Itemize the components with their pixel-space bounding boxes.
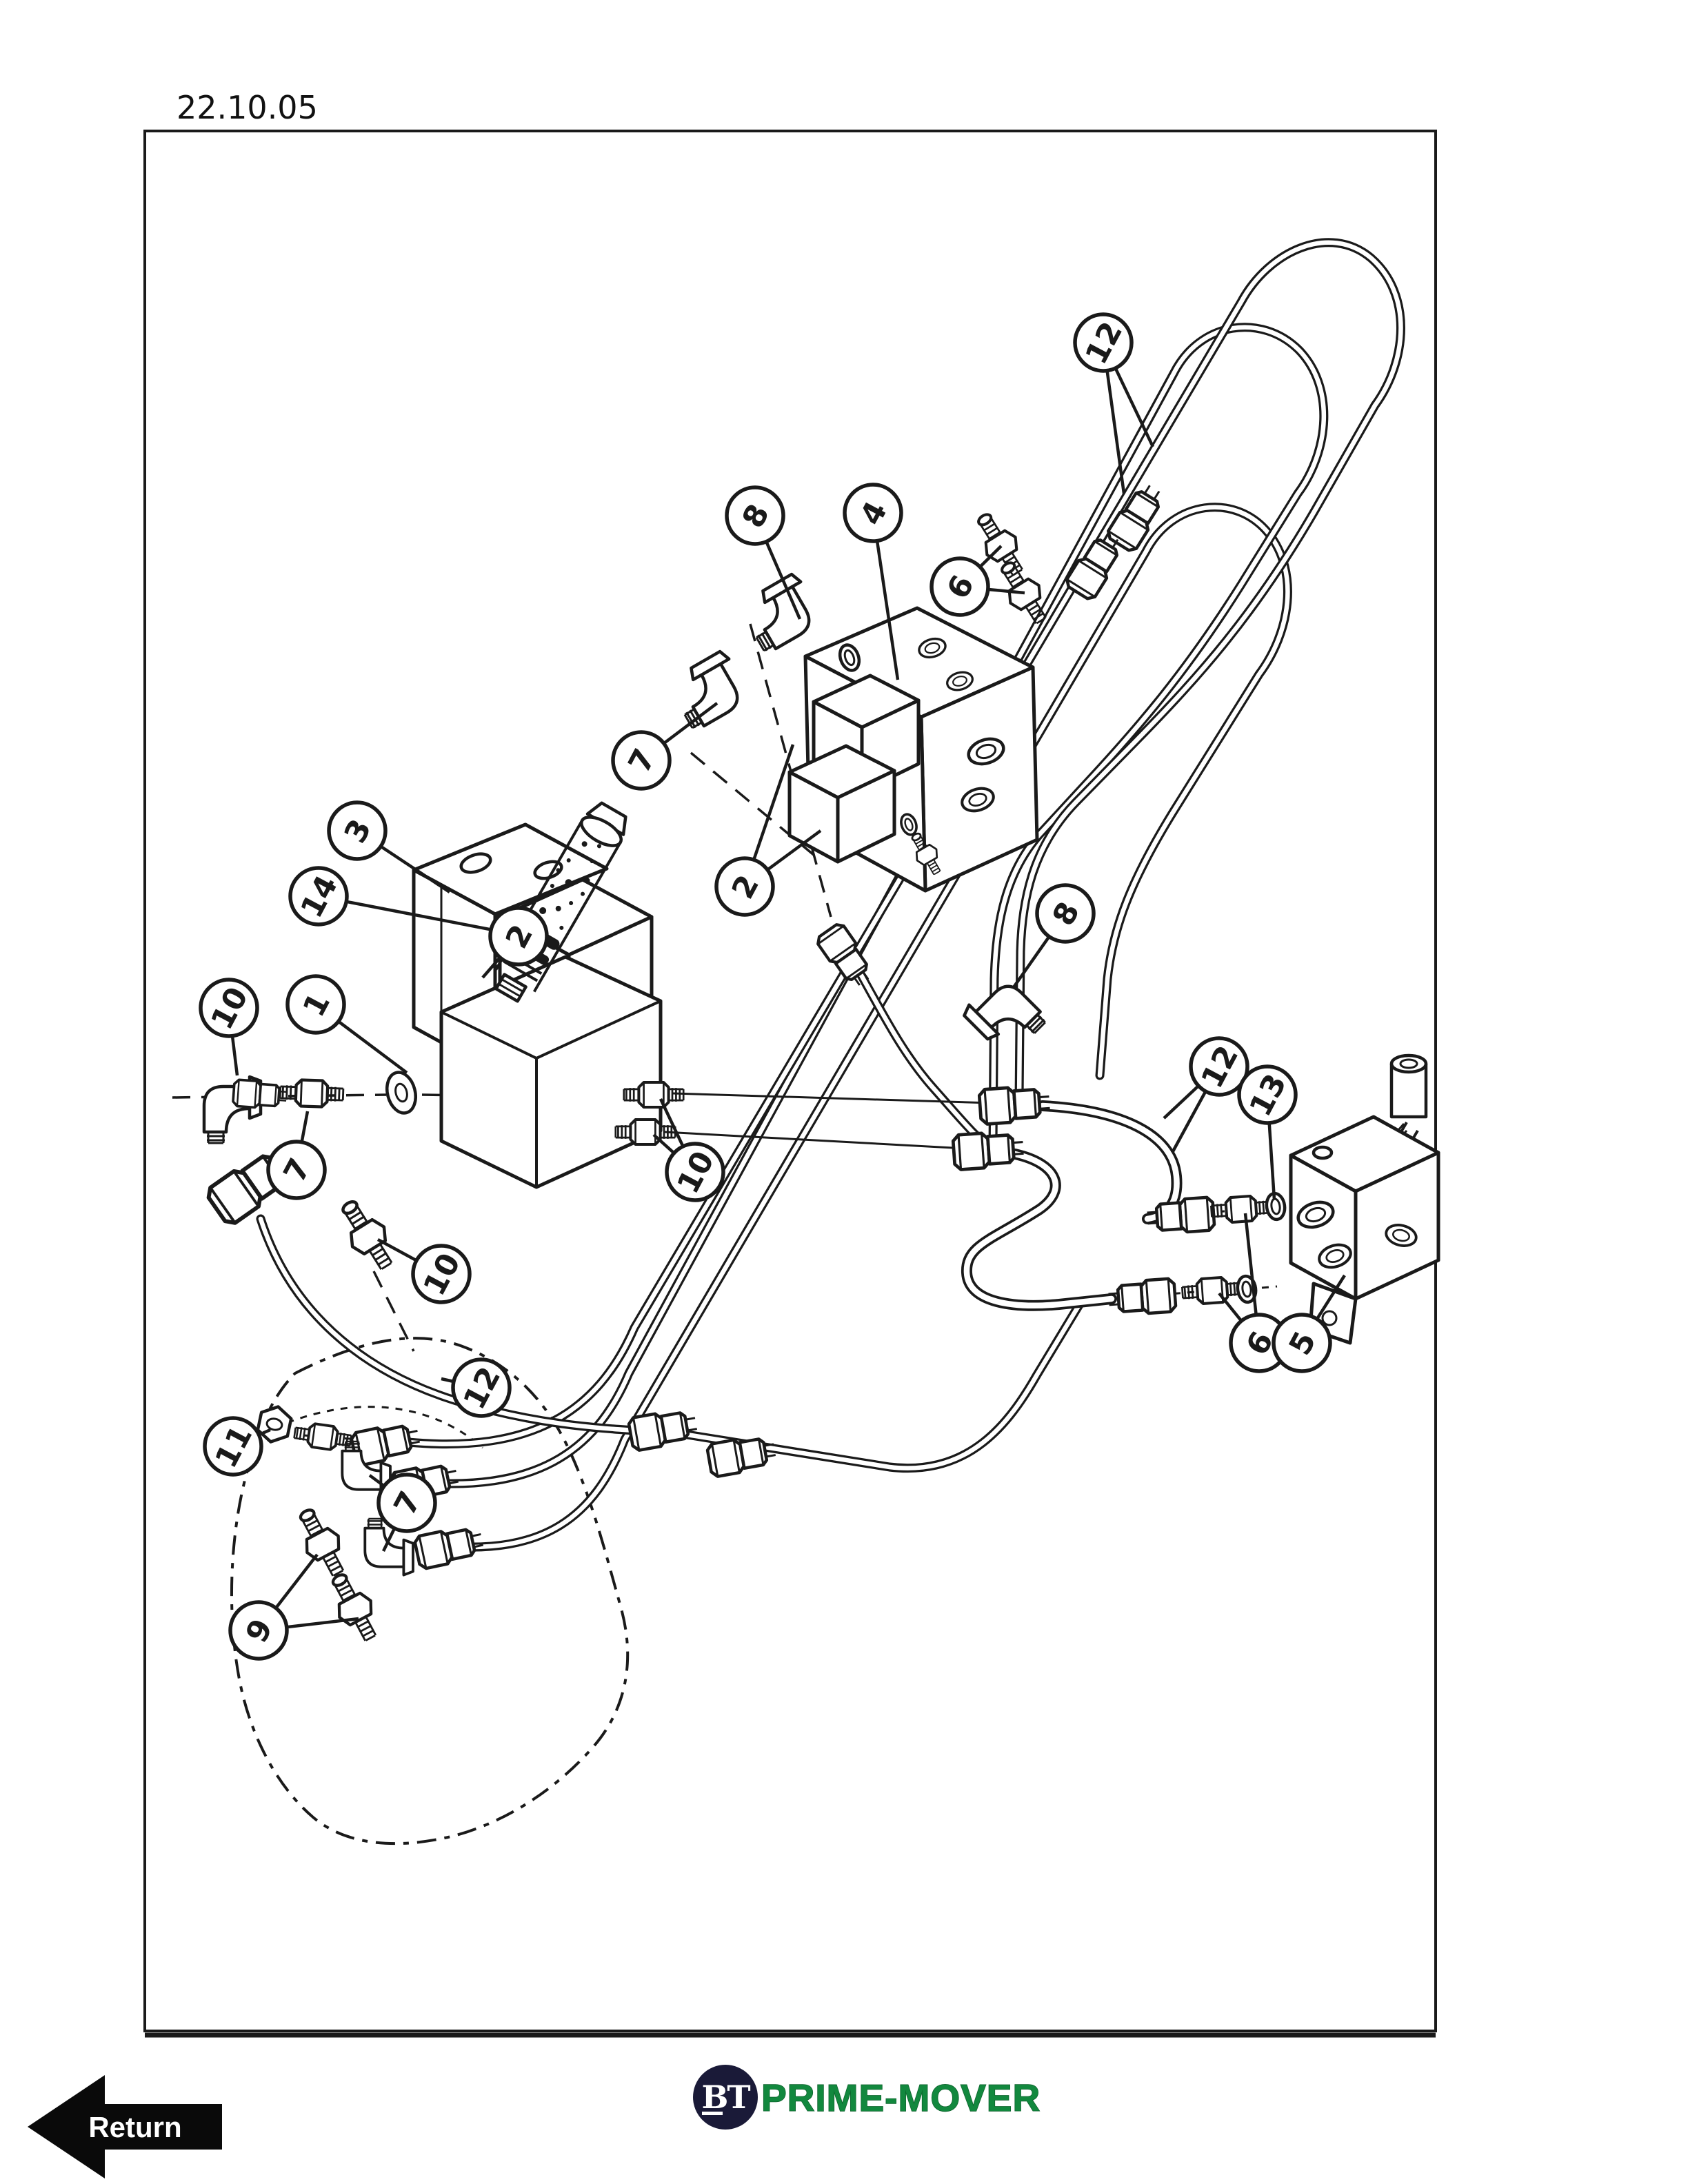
- callout-balloon: [1272, 1313, 1332, 1373]
- callout-balloon: [411, 1244, 472, 1304]
- callout-balloon: [843, 483, 903, 543]
- tube-lines: [256, 238, 1405, 1552]
- callout-10: 10: [199, 978, 259, 1076]
- callout-balloon: [228, 1600, 289, 1661]
- callout-10: 10: [652, 1098, 725, 1202]
- mounting-plate-outline: [230, 1337, 630, 1846]
- callout-balloon: [285, 974, 346, 1035]
- callout-balloon: [611, 730, 672, 791]
- callout-11: 11: [203, 1416, 271, 1477]
- axis-line-upper: [672, 1092, 992, 1104]
- section-number: 22.10.05: [177, 89, 318, 126]
- callout-3: 3: [327, 800, 451, 893]
- brand-name: PRIME-MOVER: [761, 2076, 1041, 2119]
- bracket-assembly: [385, 801, 663, 1189]
- solenoid-coil-2b: [787, 744, 896, 864]
- callout-12: 12: [1163, 1036, 1249, 1154]
- callout-balloon: [488, 906, 549, 967]
- callout-balloon: [266, 1140, 327, 1200]
- brand-logo: BT PRIME-MOVER: [693, 2065, 1041, 2130]
- callout-12: 12: [441, 1357, 512, 1418]
- callout-balloon: [1189, 1036, 1249, 1097]
- callout-2: 2: [481, 906, 549, 979]
- callout-8: 8: [725, 485, 802, 620]
- callout-7: 7: [266, 1111, 327, 1200]
- callout-balloon: [288, 866, 349, 927]
- callout-balloon: [1237, 1064, 1298, 1125]
- callout-12: 12: [1073, 312, 1155, 494]
- u-hose-cluster: [953, 1085, 1287, 1316]
- bt-logo-text: BT: [701, 2079, 750, 2116]
- return-button[interactable]: Return: [28, 2075, 222, 2178]
- callout-balloon: [714, 856, 775, 917]
- callout-balloon: [376, 1473, 437, 1533]
- callout-balloon: [1035, 883, 1096, 944]
- callout-balloon: [665, 1142, 725, 1202]
- callout-4: 4: [843, 483, 903, 680]
- callout-10: 10: [376, 1238, 472, 1304]
- return-arrow-icon: [28, 2075, 222, 2178]
- callout-14: 14: [288, 866, 540, 941]
- axis-line-lower: [664, 1131, 966, 1150]
- callout-13: 13: [1237, 1064, 1298, 1200]
- callout-balloon: [451, 1357, 512, 1418]
- callout-balloon: [725, 485, 785, 546]
- callout-6: 6: [930, 545, 1025, 617]
- callout-9: 9: [228, 1553, 359, 1661]
- callout-8: 8: [1012, 883, 1096, 989]
- callout-7: 7: [368, 1473, 437, 1552]
- callout-balloon: [930, 556, 990, 617]
- callout-balloon: [203, 1416, 263, 1477]
- return-button-label: Return: [88, 2111, 181, 2143]
- callout-balloon: [199, 978, 259, 1038]
- manifold-block-4: [787, 606, 1039, 991]
- callout-balloon: [327, 800, 388, 861]
- callout-balloon: [1073, 312, 1134, 373]
- callout-1: 1: [285, 974, 408, 1074]
- callout-5: 5: [1272, 1274, 1346, 1373]
- valve-block-5: [1289, 1053, 1440, 1345]
- callout-2: 2: [714, 744, 822, 917]
- callout-7: 7: [611, 702, 719, 791]
